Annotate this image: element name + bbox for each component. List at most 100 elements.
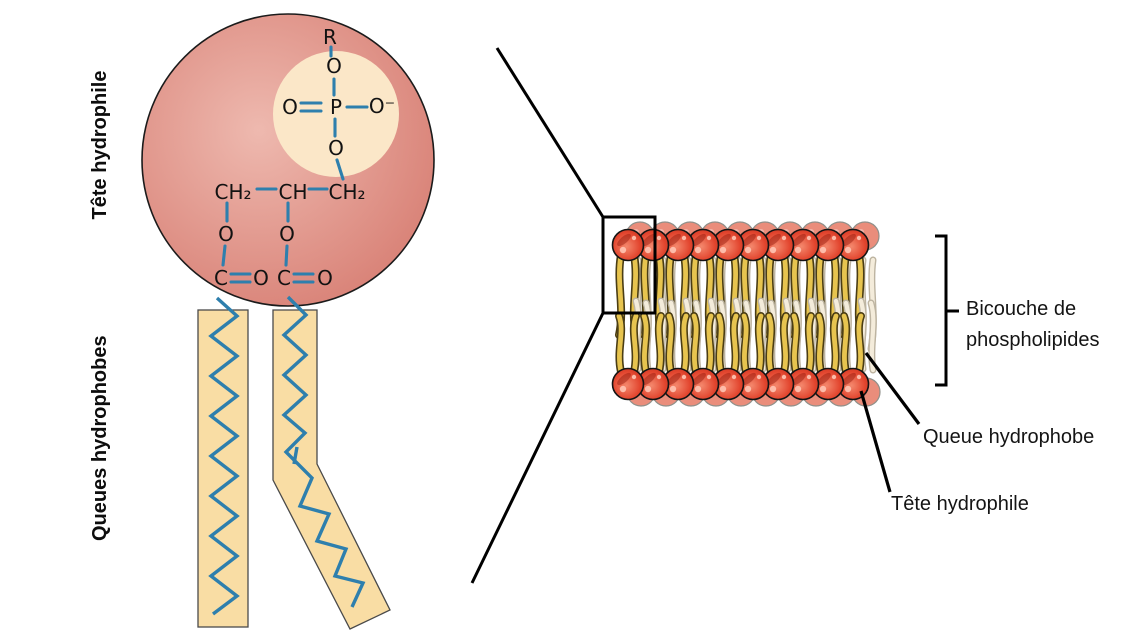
lipid-tail xyxy=(691,313,699,375)
lipid-head-highlight xyxy=(831,235,837,241)
lipid-head-highlight xyxy=(769,385,777,393)
callouts xyxy=(859,234,959,493)
chemical-bonds xyxy=(221,45,369,284)
lipid-head-highlight xyxy=(744,246,752,254)
group-ch2-left: CH₂ xyxy=(214,180,251,204)
lipid-head-highlight xyxy=(731,374,737,380)
lipid-tail xyxy=(666,313,674,375)
pointer-line-queue xyxy=(864,352,921,425)
molecule-head xyxy=(141,13,435,307)
lipid-head-highlight xyxy=(631,235,637,241)
lipid-tail xyxy=(781,313,789,375)
carbon-chain-zigzag-left xyxy=(208,296,240,616)
label-bicouche-line1: Bicouche de xyxy=(966,298,1077,320)
lipid-head-highlight xyxy=(694,246,702,254)
atom-ester-o-mid: O xyxy=(279,222,295,246)
lipid-tail xyxy=(741,313,749,375)
label-tete-hydrophile-bilayer: Tête hydrophile xyxy=(891,493,1029,515)
lipid-head-highlight xyxy=(706,374,712,380)
atom-o-double-right: O xyxy=(317,266,333,290)
label-tete-hydrophile: Tête hydrophile xyxy=(89,70,111,220)
lipid-head-highlight xyxy=(619,246,627,254)
lipid-head-shading xyxy=(692,233,706,247)
zoom-annotations xyxy=(470,47,657,584)
lipid-head-shading xyxy=(842,233,856,247)
lipid-head-highlight xyxy=(844,385,852,393)
lipid-head-shading xyxy=(742,372,756,386)
lipid-head-highlight xyxy=(856,374,862,380)
lipid-head-highlight xyxy=(669,385,677,393)
atom-o-minus: O⁻ xyxy=(369,94,395,118)
lipid-head-highlight xyxy=(706,235,712,241)
lipid-head-highlight xyxy=(694,385,702,393)
diagram-shape xyxy=(221,244,227,267)
atom-o-left: O xyxy=(282,95,298,119)
label-queues-hydrophobes: Queues hydrophobes xyxy=(89,335,111,541)
hydrophilic-head-sphere xyxy=(141,13,435,307)
lipid-tail xyxy=(816,313,824,375)
lipid-head-shading xyxy=(767,372,781,386)
lipid-tail xyxy=(641,313,649,375)
group-ch: CH xyxy=(278,180,307,204)
atom-o-top: O xyxy=(326,54,342,78)
lipid-head-highlight xyxy=(831,374,837,380)
lipid-head-highlight xyxy=(819,246,827,254)
lipid-tail xyxy=(806,313,814,375)
lipid-head-shading xyxy=(742,233,756,247)
lipid-tail xyxy=(681,313,689,375)
lipid-head-highlight xyxy=(681,374,687,380)
lipid-head-highlight xyxy=(656,235,662,241)
lipid-head-highlight xyxy=(656,374,662,380)
lipid-head-shading xyxy=(817,372,831,386)
lipid-head-highlight xyxy=(769,246,777,254)
carbon-chain-zigzag-right xyxy=(281,295,366,608)
atom-c-right: C xyxy=(277,266,291,290)
lipid-head-shading xyxy=(717,233,731,247)
zoom-box xyxy=(601,215,657,315)
lipid-head-highlight xyxy=(856,235,862,241)
diagram-shape xyxy=(335,158,345,181)
atom-c-left: C xyxy=(214,266,228,290)
lipid-head-shading xyxy=(792,372,806,386)
lipid-tail xyxy=(656,313,664,375)
lipid-tail xyxy=(631,313,639,375)
lipid-head-highlight xyxy=(719,246,727,254)
lipid-head-highlight xyxy=(731,235,737,241)
lipid-tail xyxy=(841,313,849,375)
lipid-head-highlight xyxy=(719,385,727,393)
label-queue-hydrophobe: Queue hydrophobe xyxy=(923,426,1095,448)
lipid-head-shading xyxy=(617,233,631,247)
atom-r: R xyxy=(323,25,337,49)
phosphate-group-circle xyxy=(273,51,399,177)
lipid-tail xyxy=(716,313,724,375)
atom-o-bottom: O xyxy=(328,136,344,160)
lipid-head-highlight xyxy=(794,385,802,393)
lipid-head-shading xyxy=(642,233,656,247)
lipid-head-highlight xyxy=(781,235,787,241)
double-bond-mark xyxy=(292,446,299,465)
lipid-tail xyxy=(616,313,624,375)
atom-o-double-left: O xyxy=(253,266,269,290)
fatty-acid-tail-left xyxy=(197,309,249,628)
lipid-head-shading xyxy=(617,372,631,386)
bracket-icon xyxy=(935,234,959,387)
lipid-head-highlight xyxy=(756,374,762,380)
zoom-line-top xyxy=(495,47,605,218)
lipid-head-shading xyxy=(767,233,781,247)
fatty-acid-tail-right xyxy=(272,309,391,630)
lipid-head-highlight xyxy=(806,374,812,380)
lipid-head-shading xyxy=(717,372,731,386)
lipid-head-highlight xyxy=(794,246,802,254)
lipid-tail xyxy=(706,313,714,375)
pointer-line-tete xyxy=(859,390,892,493)
lipid-head-highlight xyxy=(669,246,677,254)
phospholipid-bilayer xyxy=(611,221,881,407)
lipid-head-highlight xyxy=(756,235,762,241)
diagram-shape xyxy=(284,244,289,267)
lipid-head-highlight xyxy=(631,374,637,380)
lipid-tail xyxy=(791,313,799,375)
lipid-head-shading xyxy=(692,372,706,386)
atom-ester-o-left: O xyxy=(218,222,234,246)
lipid-head-highlight xyxy=(619,385,627,393)
